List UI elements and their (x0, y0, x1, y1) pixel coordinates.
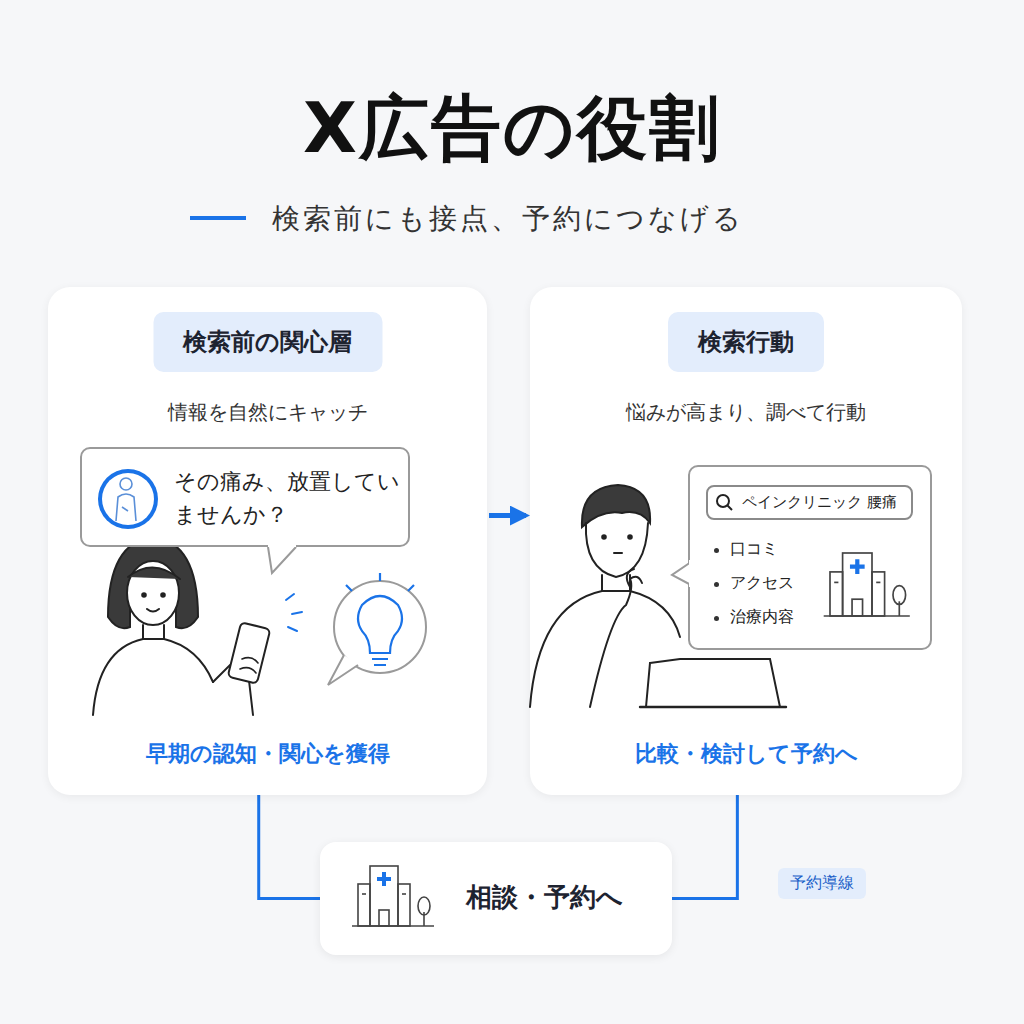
stage-heading: 検索行動 (668, 312, 824, 372)
speech-bubble: その痛み、放置していませんか？ (80, 447, 410, 547)
flow-arrow (489, 513, 526, 518)
search-query: ペインクリニック 腰痛 (742, 493, 897, 512)
stage-result: 早期の認知・関心を獲得 (146, 739, 390, 769)
flow-tag: 予約導線 (778, 868, 866, 899)
subtitle: 検索前にも接点、予約につなげる (272, 200, 744, 238)
clinic-icon (352, 866, 434, 926)
booking-box: 相談・予約へ (320, 842, 672, 955)
search-panel: 口コミアクセス治療内容 ペインクリニック 腰痛 (688, 465, 932, 650)
stage-heading: 検索前の関心層 (153, 312, 382, 372)
list-item: 治療内容 (714, 607, 794, 628)
subtitle-dash (190, 216, 246, 220)
woman-figure (93, 537, 302, 715)
illustration (82, 449, 412, 549)
flow-line (672, 795, 737, 899)
stage-subtitle: 悩みが高まり、調べて行動 (626, 399, 866, 426)
list-item: 口コミ (714, 539, 778, 560)
list-item: アクセス (714, 573, 794, 594)
search-box: ペインクリニック 腰痛 (706, 485, 913, 520)
stage-subtitle: 情報を自然にキャッチ (168, 399, 368, 426)
ad-message: その痛み、放置していませんか？ (174, 465, 400, 531)
idea-bubble (328, 573, 426, 685)
account-icon (98, 469, 158, 529)
booking-label: 相談・予約へ (466, 880, 623, 915)
stage-result: 比較・検討して予約へ (635, 739, 858, 769)
flow-line (259, 795, 320, 899)
stage-card: 検索前の関心層情報を自然にキャッチ早期の認知・関心を獲得 その痛み、放置していませ… (48, 287, 487, 795)
search-icon (717, 495, 732, 510)
clinic-icon (824, 553, 910, 616)
stage-card: 検索行動悩みが高まり、調べて行動比較・検討して予約へ 口コミアクセス治療内容 ペイン… (530, 287, 962, 795)
title: X広告の役割 (0, 82, 1024, 176)
